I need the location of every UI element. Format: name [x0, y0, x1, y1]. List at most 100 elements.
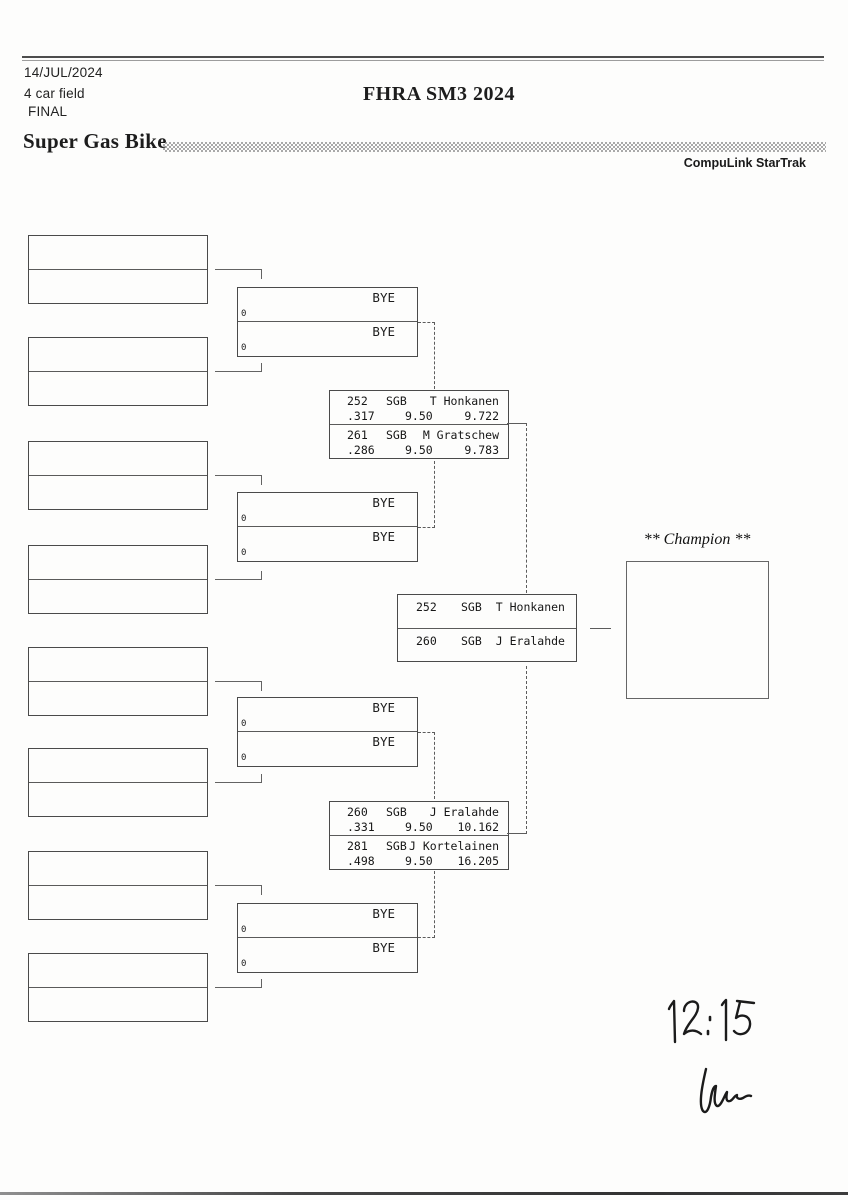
box-divider: [29, 986, 207, 988]
bye-box: BYE 0 BYE 0: [237, 287, 418, 357]
connector-dashed: [418, 732, 435, 799]
round1-slot-box: [28, 851, 208, 920]
zero-marker: 0: [241, 753, 247, 763]
bye-label: BYE: [372, 495, 395, 510]
driver-name: M Gratschew: [422, 428, 499, 442]
driver-name: J Eralahde: [429, 805, 499, 819]
bye-label: BYE: [372, 906, 395, 921]
halftone-band: [163, 142, 826, 152]
elapsed-time: 16.205: [457, 853, 499, 868]
box-divider: [29, 474, 207, 476]
bye-box: BYE 0 BYE 0: [237, 492, 418, 562]
dial-in: 9.50: [405, 853, 433, 868]
round1-slot-box: [28, 545, 208, 614]
handwritten-signature: [699, 1067, 753, 1114]
bye-label: BYE: [372, 290, 395, 305]
connector-stub: [215, 681, 262, 691]
header-rule-shadow: [22, 60, 824, 61]
entry-row: 261 SGB M Gratschew .286 9.50 9.783: [330, 425, 508, 458]
connector-dashed: [507, 423, 527, 593]
round1-slot-box: [28, 235, 208, 304]
semifinal-box: 260 SGB J Eralahde .331 9.50 10.162 281 …: [329, 801, 509, 870]
connector-stub: [215, 885, 262, 895]
driver-name: T Honkanen: [495, 600, 565, 614]
final-box: 252 SGB T Honkanen 260 SGB J Eralahde: [397, 594, 577, 662]
class-code: SGB: [461, 600, 482, 614]
round1-slot-box: [28, 953, 208, 1022]
zero-marker: 0: [241, 548, 247, 558]
zero-marker: 0: [241, 343, 247, 353]
bye-label: BYE: [372, 529, 395, 544]
car-number: 260: [416, 633, 437, 648]
box-divider: [238, 321, 417, 322]
box-divider: [29, 268, 207, 270]
bye-label: BYE: [372, 700, 395, 715]
connector-stub: [215, 475, 262, 485]
connector-dashed: [507, 666, 527, 834]
elapsed-time: 10.162: [457, 819, 499, 834]
box-divider: [238, 731, 417, 732]
entry-row: 260 SGB J Eralahde: [398, 629, 576, 662]
connector-stub: [215, 363, 262, 372]
zero-marker: 0: [241, 514, 247, 524]
event-date: 14/JUL/2024: [24, 65, 103, 80]
car-number: 252: [347, 394, 368, 408]
scan-edge-line: [0, 1192, 848, 1195]
reaction-time: .317: [347, 408, 375, 423]
bye-box: BYE 0 BYE 0: [237, 903, 418, 973]
box-divider: [29, 680, 207, 682]
connector-dashed: [418, 871, 435, 938]
elapsed-time: 9.783: [464, 442, 499, 457]
round-label: FINAL: [28, 104, 68, 119]
box-divider: [29, 781, 207, 783]
dial-in: 9.50: [405, 442, 433, 457]
entry-row: 260 SGB J Eralahde .331 9.50 10.162: [330, 802, 508, 835]
class-code: SGB: [386, 805, 407, 819]
dial-in: 9.50: [405, 819, 433, 834]
driver-name: J Eralahde: [495, 633, 565, 648]
zero-marker: 0: [241, 309, 247, 319]
zero-marker: 0: [241, 959, 247, 969]
class-code: SGB: [386, 428, 407, 442]
box-divider: [330, 835, 508, 836]
car-number: 252: [416, 600, 437, 614]
connector-line: [590, 628, 611, 629]
class-code: SGB: [386, 839, 407, 853]
connector-stub: [215, 571, 262, 580]
zero-marker: 0: [241, 925, 247, 935]
car-number: 261: [347, 428, 368, 442]
header-rule: [22, 56, 824, 58]
dial-in: 9.50: [405, 408, 433, 423]
box-divider: [398, 627, 576, 629]
event-title: FHRA SM3 2024: [362, 83, 516, 105]
class-title: Super Gas Bike: [23, 129, 167, 153]
zero-marker: 0: [241, 719, 247, 729]
reaction-time: .286: [347, 442, 375, 457]
bye-box: BYE 0 BYE 0: [237, 697, 418, 767]
box-divider: [29, 370, 207, 372]
reaction-time: .331: [347, 819, 375, 834]
champion-box: [626, 561, 769, 699]
bye-label: BYE: [372, 940, 395, 955]
bye-label: BYE: [372, 324, 395, 339]
connector-dashed: [418, 461, 435, 528]
semifinal-box: 252 SGB T Honkanen .317 9.50 9.722 261 S…: [329, 390, 509, 459]
handwritten-time: [667, 998, 756, 1044]
round1-slot-box: [28, 647, 208, 716]
car-number: 260: [347, 805, 368, 819]
connector-stub: [215, 979, 262, 988]
entry-row: 252 SGB T Honkanen .317 9.50 9.722: [330, 391, 508, 424]
round1-slot-box: [28, 748, 208, 817]
connector-stub: [215, 269, 262, 279]
round1-slot-box: [28, 337, 208, 406]
connector-dashed: [418, 322, 435, 389]
connector-stub: [215, 774, 262, 783]
box-divider: [330, 424, 508, 425]
bye-label: BYE: [372, 734, 395, 749]
class-code: SGB: [386, 394, 407, 408]
entry-row: 281 SGB J Kortelainen .498 9.50 16.205: [330, 836, 508, 869]
field-size: 4 car field: [24, 86, 85, 101]
driver-name: J Kortelainen: [408, 839, 499, 853]
box-divider: [29, 884, 207, 886]
